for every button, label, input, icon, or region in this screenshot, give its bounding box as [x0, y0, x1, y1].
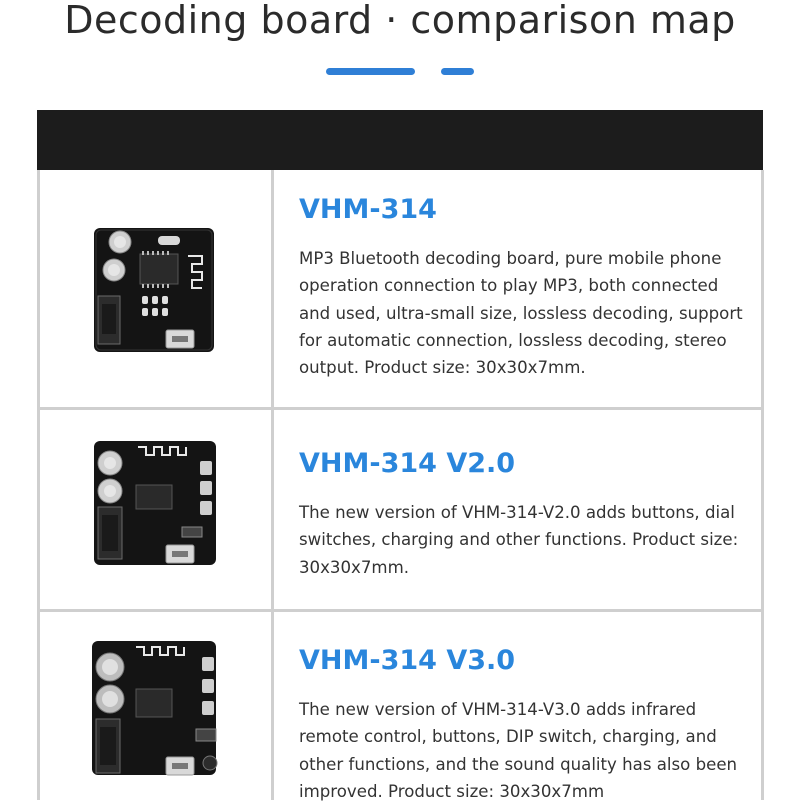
vhm-314-v3-board-image — [92, 641, 218, 776]
vhm-314-board-image — [94, 228, 214, 352]
product-description-vhm-314-v3: The new version of VHM-314-V3.0 adds inf… — [299, 700, 738, 801]
table-row-divider-2 — [37, 609, 763, 612]
table-header-bar — [37, 110, 763, 170]
product-name-vhm-314-v2: VHM-314 V2.0 — [299, 448, 516, 479]
product-name-vhm-314-v3: VHM-314 V3.0 — [299, 645, 516, 676]
title-accent-bar-long — [326, 68, 415, 75]
table-column-divider — [271, 170, 274, 800]
table-border-left — [37, 170, 40, 800]
page-title: Decoding board · comparison map — [64, 0, 736, 42]
table-row-divider-1 — [37, 407, 763, 410]
table-border-right — [761, 170, 764, 800]
product-description-vhm-314-v2: The new version of VHM-314-V2.0 adds but… — [299, 503, 739, 577]
title-accent-bar-short — [441, 68, 474, 75]
vhm-314-v2-board-image — [94, 441, 216, 565]
product-name-vhm-314: VHM-314 — [299, 194, 437, 225]
product-description-vhm-314: MP3 Bluetooth decoding board, pure mobil… — [299, 249, 743, 378]
